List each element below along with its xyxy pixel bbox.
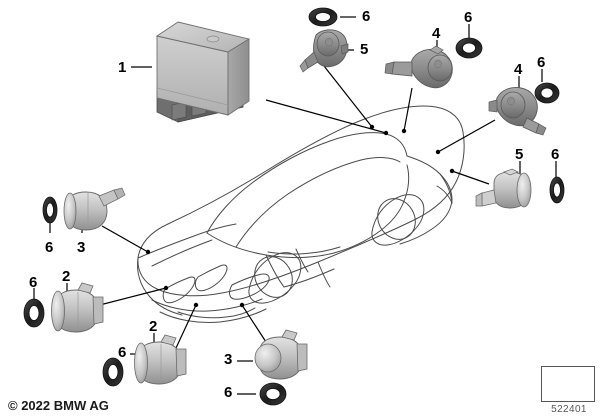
part-sensor-type-3-a [63,187,126,231]
part-sensor-type-2-a [51,282,104,333]
logo-frame [541,366,595,402]
part-grommet-ring-d [549,176,565,204]
part-control-module [155,21,251,123]
callout-1: 1 [118,59,127,76]
part-grommet-ring-h [259,382,287,406]
part-grommet-ring-b [455,37,483,59]
callout-6: 4 [514,61,523,78]
part-grommet-ring-g [102,357,124,387]
part-sensor-type-5-a [299,29,349,73]
copyright-notice: © 2022 BMW AG [8,398,109,413]
part-sensor-type-5-b [475,168,532,209]
car-body-outline [137,105,465,323]
part-sensor-type-2-b [134,334,187,385]
callout-5: 6 [464,9,473,26]
part-sensor-type-4-a [384,45,453,89]
callout-17: 6 [224,384,233,401]
callout-10: 6 [45,239,54,256]
callout-2: 6 [362,8,371,25]
callout-8: 5 [515,146,524,163]
callout-4: 4 [432,25,441,42]
callout-15: 6 [118,344,127,361]
leader-endpoint-dots [145,124,455,308]
callout-7: 6 [537,54,546,71]
callout-16: 3 [224,351,233,368]
part-grommet-ring-e [42,196,58,224]
callout-11: 3 [77,239,86,256]
part-sensor-type-4-b [488,87,547,136]
callout-13: 2 [62,268,71,285]
callout-9: 6 [551,146,560,163]
callout-12: 6 [29,274,38,291]
part-grommet-ring-a [308,7,338,27]
part-sensor-type-3-b [254,329,308,380]
part-grommet-ring-c [534,82,560,104]
callout-3: 5 [360,41,369,58]
part-grommet-ring-f [23,298,45,328]
callout-14: 2 [149,318,158,335]
part-number: 522401 [551,404,587,415]
